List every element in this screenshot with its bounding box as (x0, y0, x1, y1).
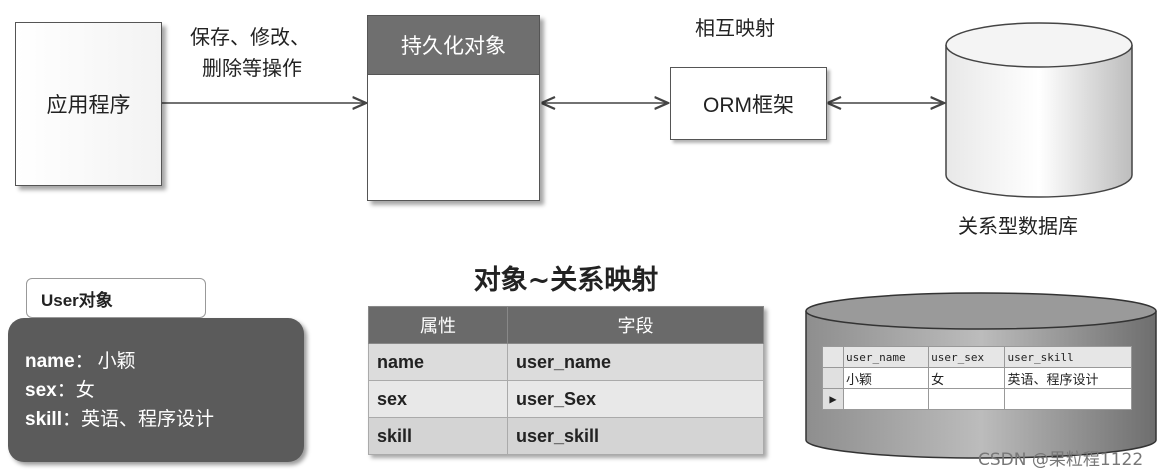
grid-cell: 英语、程序设计 (1004, 367, 1132, 389)
mutual-mapping-label: 相互映射 (695, 16, 775, 40)
grid-cell (1004, 388, 1132, 410)
action-label-line1: 保存、修改、 (190, 25, 310, 49)
user-field-key: skill (25, 409, 62, 430)
grid-cell: 小颖 (842, 367, 930, 389)
persistent-object-box: 持久化对象 (367, 15, 540, 201)
mapping-header-field: 字段 (506, 306, 765, 344)
application-label: 应用程序 (46, 93, 131, 117)
table-row: name user_name (368, 343, 765, 381)
user-field-value: 英语、程序设计 (81, 408, 215, 430)
mapping-table: 属性 字段 name user_name sex user_Sex skill … (368, 306, 765, 455)
grid-header-user-name: user_name (842, 346, 930, 368)
grid-cell (842, 388, 930, 410)
user-field-key: name (25, 351, 75, 372)
user-field-sep: ： (74, 350, 94, 372)
user-field-sep: ： (61, 408, 81, 430)
grid-header-user-skill: user_skill (1004, 346, 1132, 368)
mapping-property-cell: sex (368, 380, 508, 418)
table-row: 小颖 女 英语、程序设计 (822, 367, 1132, 389)
user-field-key: sex (25, 380, 57, 401)
table-row: skill user_skill (368, 417, 765, 455)
persistent-object-label: 持久化对象 (401, 34, 506, 58)
mapping-field-cell: user_skill (506, 417, 765, 455)
row-pointer-icon: ▶ (822, 388, 844, 410)
mapping-header-property: 属性 (368, 306, 508, 344)
user-field-sex: sex：女 (25, 375, 95, 402)
user-field-value: 女 (75, 379, 95, 401)
user-field-sep: ： (56, 379, 76, 401)
grid-header-user-sex: user_sex (928, 346, 1006, 368)
mapping-property-cell: name (368, 343, 508, 381)
action-label: 保存、修改、 删除等操作 (190, 22, 310, 84)
grid-corner-cell (822, 346, 844, 368)
database-grid-header: user_name user_sex user_skill (822, 346, 1132, 368)
user-field-skill: skill：英语、程序设计 (25, 404, 214, 431)
grid-cell (928, 388, 1006, 410)
database-grid: user_name user_sex user_skill 小颖 女 英语、程序… (822, 346, 1132, 410)
application-box: 应用程序 (15, 22, 162, 186)
orm-framework-box: ORM框架 (670, 67, 827, 140)
watermark: CSDN @果粒程1122 (978, 450, 1144, 470)
user-field-value: 小颖 (97, 350, 136, 372)
user-object-tag: User对象 (26, 278, 206, 318)
grid-row-selector (822, 367, 844, 389)
table-row: sex user_Sex (368, 380, 765, 418)
relational-database-label: 关系型数据库 (958, 214, 1078, 238)
grid-cell: 女 (928, 367, 1006, 389)
object-relational-mapping-title: 对象~关系映射 (473, 265, 659, 296)
persistent-object-header: 持久化对象 (368, 16, 539, 75)
action-label-line2: 删除等操作 (202, 56, 302, 80)
mapping-field-cell: user_name (506, 343, 765, 381)
mapping-property-cell: skill (368, 417, 508, 455)
table-row: ▶ (822, 388, 1132, 410)
mapping-table-header: 属性 字段 (368, 306, 765, 344)
user-object-card: name：小颖 sex：女 skill：英语、程序设计 (8, 318, 304, 462)
database-cylinder-icon (945, 22, 1133, 198)
orm-framework-label: ORM框架 (703, 93, 794, 117)
mapping-field-cell: user_Sex (506, 380, 765, 418)
user-field-name: name：小颖 (25, 346, 136, 373)
